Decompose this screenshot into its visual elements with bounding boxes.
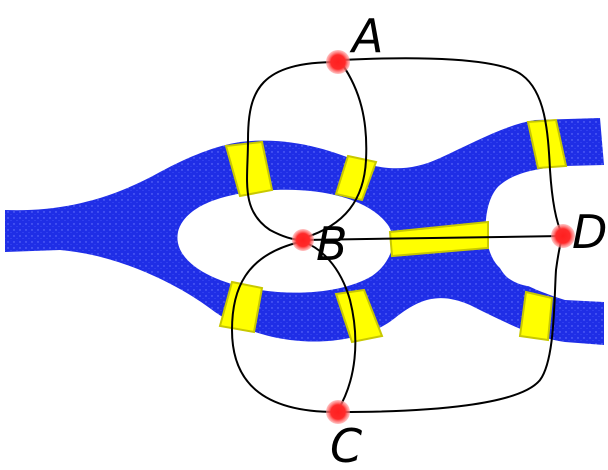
edge-a-b-2 xyxy=(303,63,368,239)
node-label-c: C xyxy=(330,419,362,470)
node-label-d: D xyxy=(572,205,607,259)
edge-c-b-1 xyxy=(230,241,337,413)
edge-a-d xyxy=(341,57,563,235)
bridge-1 xyxy=(224,140,274,198)
edge-b-d xyxy=(303,235,563,241)
edge-c-d xyxy=(339,237,563,413)
island-b xyxy=(177,189,393,293)
node-a xyxy=(326,50,350,74)
node-b xyxy=(292,229,314,251)
island-d-region xyxy=(492,179,556,287)
node-c xyxy=(326,400,350,424)
bridge-7 xyxy=(518,290,554,342)
bridge-5 xyxy=(218,280,264,334)
graph-nodes xyxy=(292,50,575,424)
bridge-3 xyxy=(526,118,568,170)
edge-a-b-1 xyxy=(246,61,339,241)
bridge-6 xyxy=(334,288,384,344)
node-label-a: A xyxy=(349,9,383,63)
node-label-b: B xyxy=(316,217,348,271)
graph-edges xyxy=(230,57,563,413)
node-d xyxy=(551,224,575,248)
bridges xyxy=(218,118,568,344)
bridge-4 xyxy=(388,220,489,258)
edge-c-b-2 xyxy=(303,241,357,411)
node-labels: A B C D xyxy=(316,9,607,470)
